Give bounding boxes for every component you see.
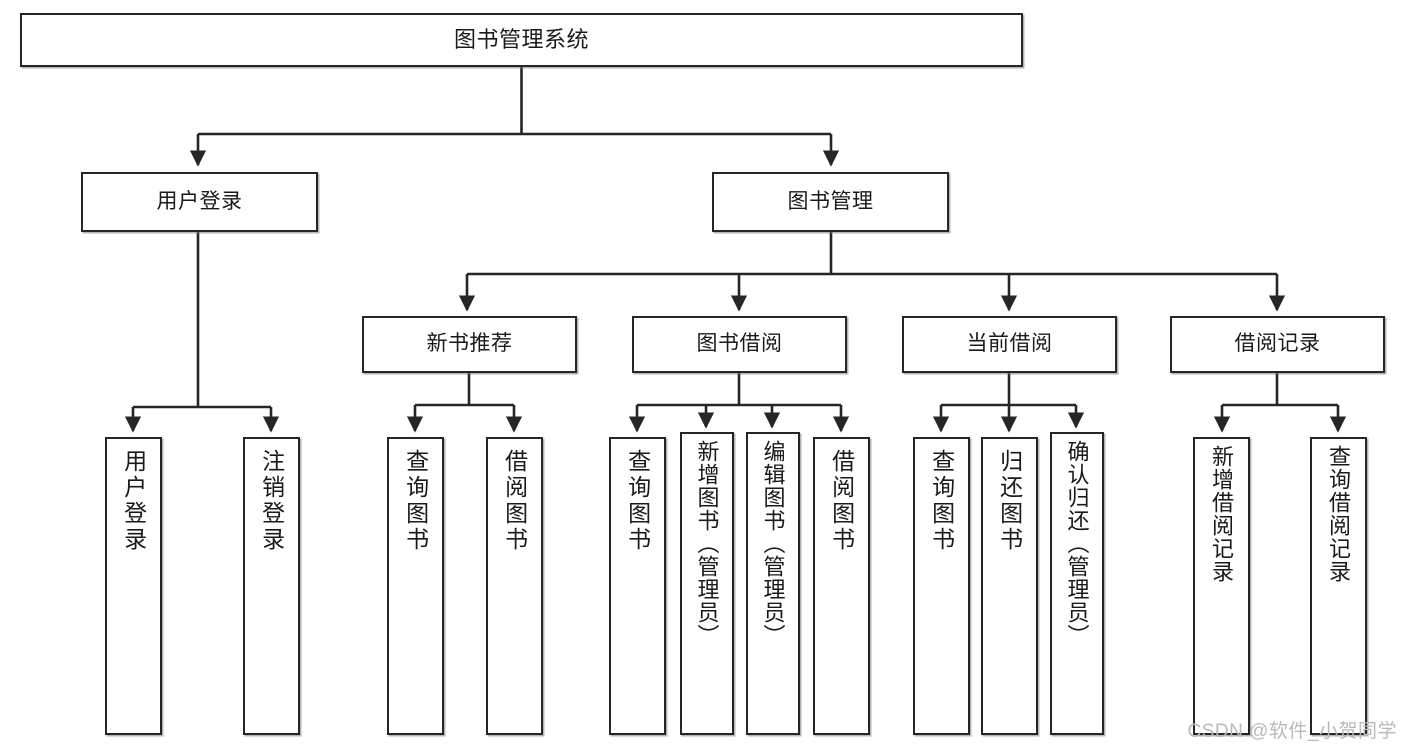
node-label: 借阅图书 bbox=[501, 449, 528, 553]
node-book-management[interactable]: 图书管理 bbox=[712, 172, 949, 232]
node-label: 注销登录 bbox=[258, 449, 285, 553]
csdn-watermark: CSDN @软件_小贺同学 bbox=[1187, 721, 1397, 742]
node-label: 新书推荐 bbox=[426, 332, 513, 356]
leaf-current-borrow-query[interactable]: 查询图书 bbox=[913, 437, 970, 735]
leaf-new-book-borrow[interactable]: 借阅图书 bbox=[486, 437, 543, 735]
leaf-user-login-login[interactable]: 用户登录 bbox=[105, 437, 162, 735]
node-label: 新增借阅记录 bbox=[1209, 445, 1235, 583]
leaf-book-borrow-query[interactable]: 查询图书 bbox=[609, 437, 666, 735]
node-label: 当前借阅 bbox=[966, 332, 1053, 356]
node-label: 图书管理系统 bbox=[453, 27, 589, 53]
node-label: 借阅记录 bbox=[1234, 332, 1321, 356]
node-label: 图书借阅 bbox=[696, 332, 783, 356]
node-borrow-records[interactable]: 借阅记录 bbox=[1170, 316, 1385, 373]
node-label: 编辑图书（管理员） bbox=[760, 440, 786, 647]
node-new-book-recommend[interactable]: 新书推荐 bbox=[362, 316, 577, 373]
leaf-current-borrow-confirm-return[interactable]: 确认归还（管理员） bbox=[1050, 432, 1104, 735]
node-book-borrow[interactable]: 图书借阅 bbox=[632, 316, 847, 373]
leaf-borrow-record-query[interactable]: 查询借阅记录 bbox=[1310, 437, 1367, 735]
node-label: 查询图书 bbox=[928, 449, 955, 553]
node-label: 确认归还（管理员） bbox=[1064, 440, 1090, 647]
node-label: 用户登录 bbox=[156, 189, 243, 213]
node-label: 借阅图书 bbox=[828, 449, 855, 553]
node-label: 查询图书 bbox=[624, 449, 651, 553]
leaf-book-borrow-borrow[interactable]: 借阅图书 bbox=[813, 437, 870, 735]
node-label: 查询借阅记录 bbox=[1326, 445, 1352, 583]
node-root-system[interactable]: 图书管理系统 bbox=[20, 13, 1023, 67]
node-current-borrow[interactable]: 当前借阅 bbox=[902, 316, 1117, 373]
leaf-book-borrow-edit[interactable]: 编辑图书（管理员） bbox=[746, 432, 800, 735]
leaf-book-borrow-add[interactable]: 新增图书（管理员） bbox=[680, 432, 734, 735]
leaf-current-borrow-return[interactable]: 归还图书 bbox=[981, 437, 1038, 735]
leaf-user-login-logout[interactable]: 注销登录 bbox=[243, 437, 300, 735]
node-user-login[interactable]: 用户登录 bbox=[81, 172, 318, 232]
node-label: 归还图书 bbox=[996, 449, 1023, 553]
node-label: 新增图书（管理员） bbox=[694, 440, 720, 647]
node-label: 查询图书 bbox=[402, 449, 429, 553]
leaf-new-book-query[interactable]: 查询图书 bbox=[387, 437, 444, 735]
node-label: 用户登录 bbox=[120, 449, 147, 553]
leaf-borrow-record-add[interactable]: 新增借阅记录 bbox=[1193, 437, 1250, 735]
node-label: 图书管理 bbox=[787, 189, 874, 213]
